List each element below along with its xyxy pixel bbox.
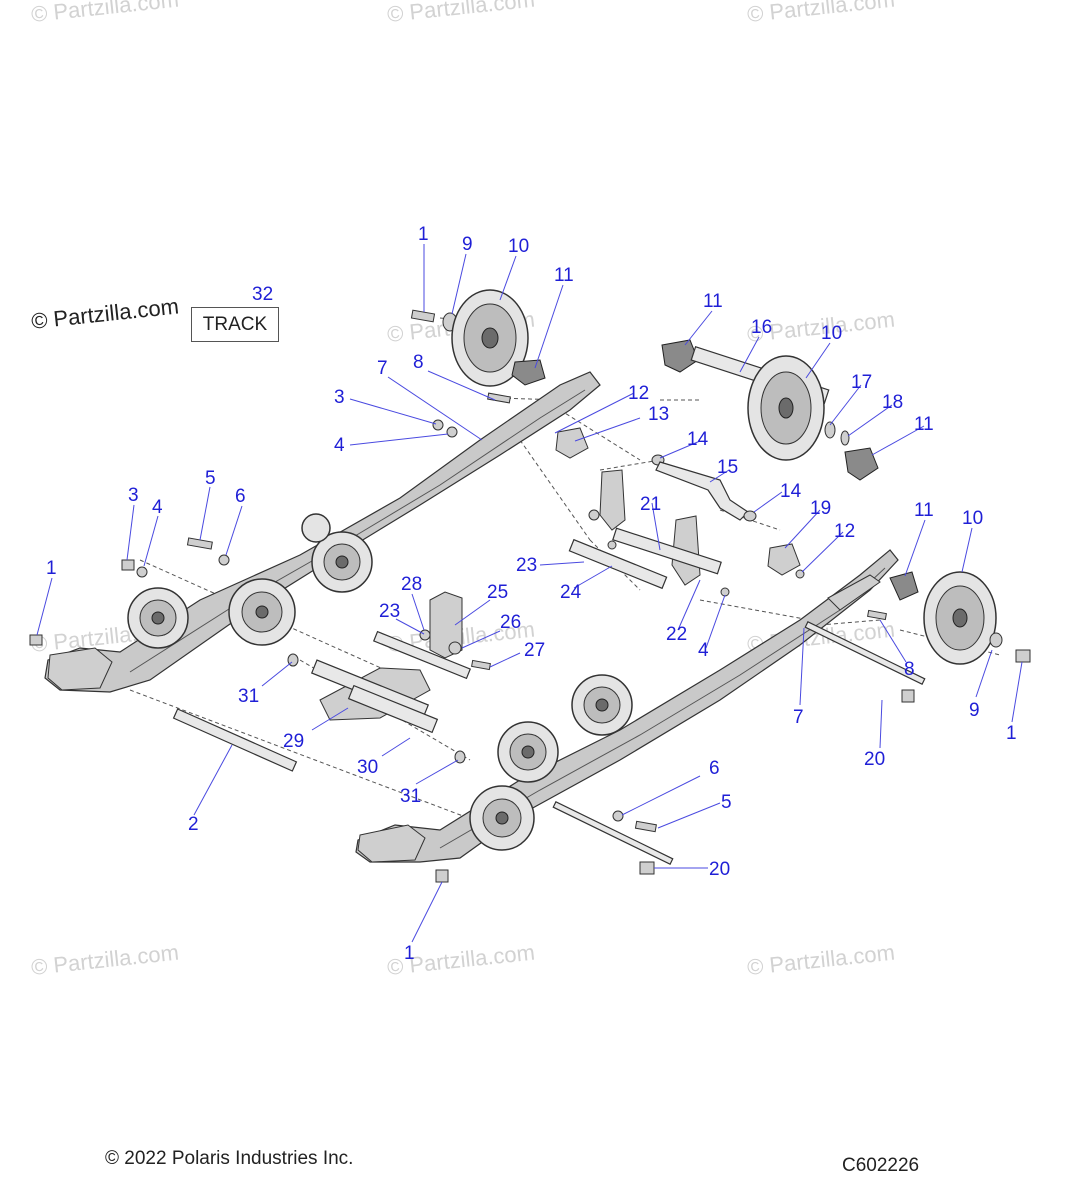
front-wheel-group [410, 289, 546, 438]
front-arm-group [172, 591, 926, 865]
track-label-box: TRACK [191, 307, 279, 342]
torque-arm-group [568, 469, 730, 597]
callout: 26 [500, 612, 521, 633]
callout: 8 [413, 352, 424, 373]
callout: 31 [238, 686, 259, 707]
long-bolt [804, 621, 926, 685]
callout: 14 [780, 481, 802, 502]
callout: 7 [793, 707, 804, 728]
callout: 6 [709, 758, 720, 779]
long-bolt [552, 801, 674, 865]
right-rail-assembly [355, 549, 899, 863]
callout: 11 [914, 500, 934, 521]
bracket [555, 427, 589, 459]
bracket [767, 543, 801, 576]
callout: 3 [334, 387, 345, 408]
pivot-shaft [347, 684, 439, 734]
callout: 11 [703, 291, 723, 312]
callout: 10 [821, 323, 842, 344]
callout: 5 [205, 468, 216, 489]
callout: 4 [152, 497, 163, 518]
arm-plate [599, 469, 626, 531]
callout: 31 [400, 786, 421, 807]
callout: 16 [751, 317, 772, 338]
watermark: © Partzilla.com [746, 0, 896, 27]
callout: 23 [379, 601, 400, 622]
callout: 7 [377, 358, 388, 379]
watermark: © Partzilla.com [30, 940, 180, 980]
callout: 11 [554, 265, 574, 286]
callout: 30 [357, 757, 378, 778]
callout: 4 [334, 435, 345, 456]
left-rail-assembly [44, 371, 601, 693]
callout: 19 [810, 498, 831, 519]
link-bar [655, 461, 749, 521]
callout: 12 [628, 383, 649, 404]
callout: 6 [235, 486, 246, 507]
callout: 24 [560, 582, 582, 603]
callout-labels: 1 9 10 11 11 16 10 8 7 3 12 13 17 18 11 … [46, 224, 1017, 964]
callout: 20 [709, 859, 730, 880]
fasteners [29, 537, 1031, 883]
track-callout: 32 [252, 284, 273, 305]
copyright-notice: © 2022 Polaris Industries Inc. [105, 1148, 354, 1169]
callout: 23 [516, 555, 537, 576]
callout: 13 [648, 404, 669, 425]
rear-axle-group [555, 339, 879, 579]
bearing-block [661, 339, 699, 373]
callout: 20 [864, 749, 885, 770]
callout: 3 [128, 485, 139, 506]
callout: 15 [717, 457, 738, 478]
callout: 28 [401, 574, 422, 595]
callout: 1 [418, 224, 429, 245]
pivot-shaft [372, 630, 472, 680]
callout: 18 [882, 392, 903, 413]
callout: 11 [914, 414, 934, 435]
callout: 12 [834, 521, 855, 542]
leader-lines [36, 244, 1023, 943]
callout: 4 [698, 640, 709, 661]
rail-shaft [172, 708, 298, 772]
callout: 29 [283, 731, 304, 752]
callout: 10 [962, 508, 983, 529]
callout: 22 [666, 624, 687, 645]
callout: 9 [969, 700, 980, 721]
watermark: © Partzilla.com [746, 940, 896, 980]
watermark: © Partzilla.com [386, 0, 536, 27]
callout: 25 [487, 582, 508, 603]
callout: 5 [721, 792, 732, 813]
spring-bracket [827, 574, 881, 611]
callout: 10 [508, 236, 529, 257]
callout: 1 [46, 558, 57, 579]
callout: 17 [851, 372, 872, 393]
watermark: © Partzilla.com [30, 0, 180, 27]
callout: 8 [904, 659, 915, 680]
link-plate [429, 591, 463, 659]
idler-wheel [301, 513, 331, 543]
callout: 2 [188, 814, 199, 835]
bearing-block [844, 447, 879, 481]
rail-tip [47, 647, 113, 691]
callout: 1 [404, 943, 415, 964]
callout: 14 [687, 429, 709, 450]
cross-shaft [568, 538, 668, 590]
callout: 27 [524, 640, 545, 661]
diagram-code: C602226 [842, 1155, 920, 1176]
callout: 9 [462, 234, 473, 255]
cross-shaft [612, 527, 722, 575]
rail-tip [357, 824, 426, 863]
callout: 21 [640, 494, 661, 515]
callout: 1 [1006, 723, 1017, 744]
